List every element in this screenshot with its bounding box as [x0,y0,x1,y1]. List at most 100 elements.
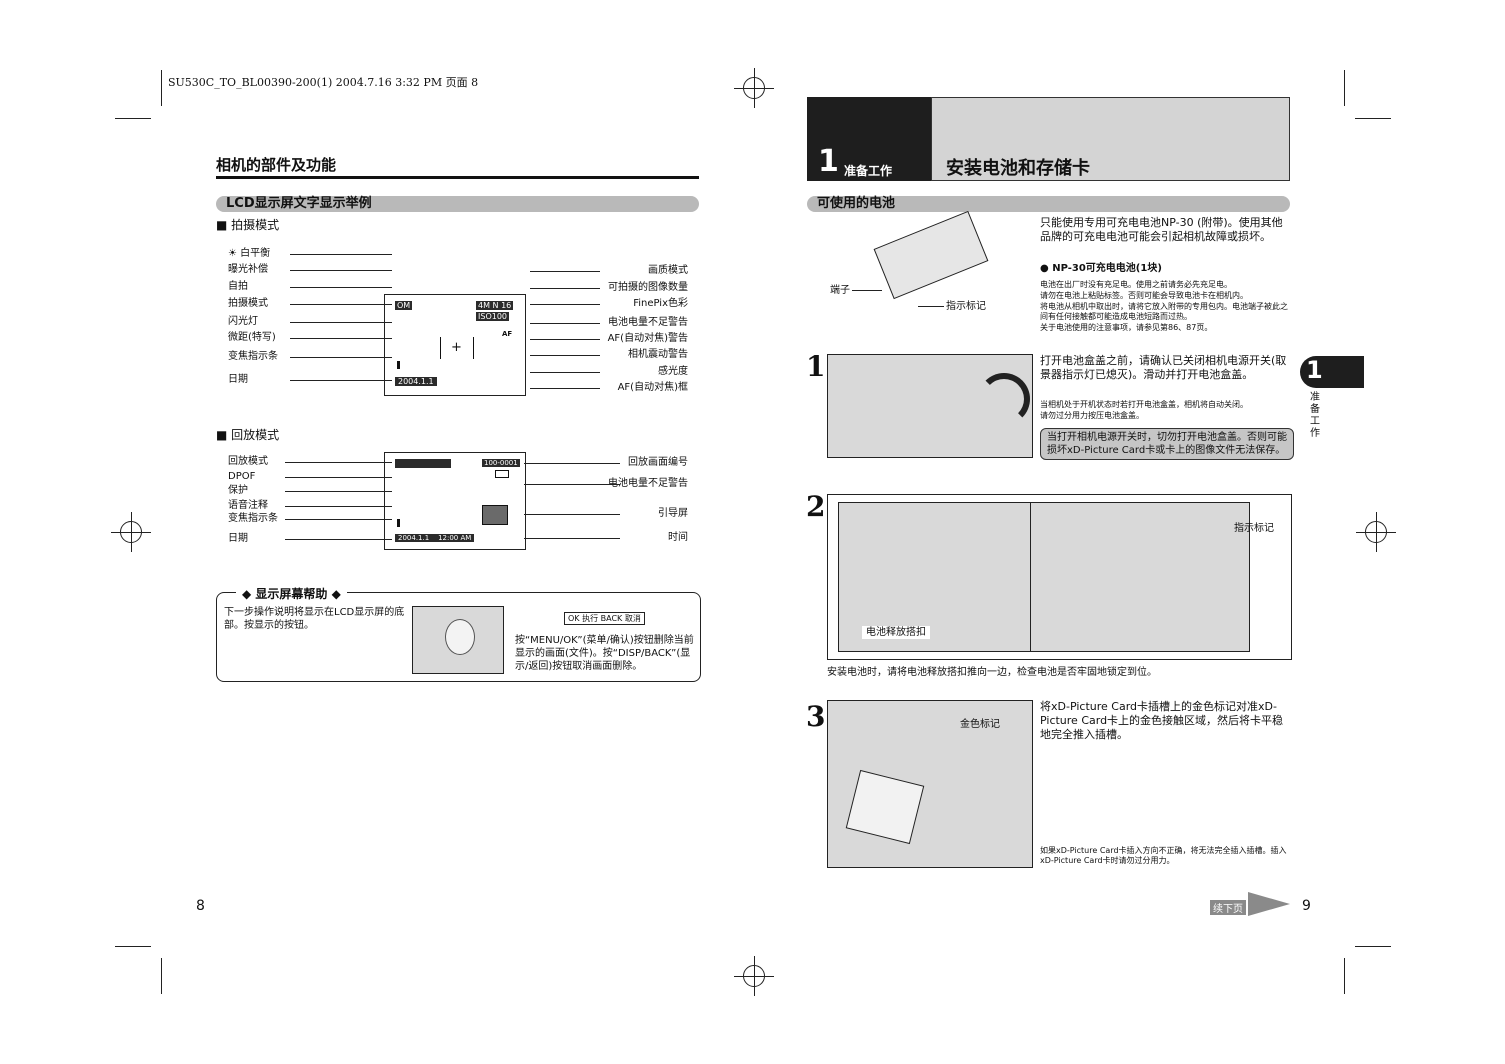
play-right-leader-line [524,463,620,464]
page-number-right: 9 [1302,898,1311,914]
shoot-left-label: 拍摄模式 [228,298,268,309]
lcd-datetime: 2004.1.1 12:00 AM [395,534,475,542]
step-2-frame [827,494,1292,660]
lcd-quality: 4M N 16 [476,301,514,310]
section-pill-lcd: LCD显示屏文字显示举例 [216,196,699,212]
crop-mark [1355,118,1391,119]
zoom-bar-icon [397,519,400,527]
shoot-right-leader-line [530,355,600,356]
play-right-leader-line [524,514,620,515]
side-tab-number: 1 [1306,356,1323,384]
step-1-notes: 当相机处于开机状态时若打开电池盒盖，相机将自动关闭。请勿过分用力按压电池盒盖。 [1040,400,1292,422]
shoot-left-label: ☀ 白平衡 [228,248,271,259]
shoot-right-leader-line [530,388,600,389]
shoot-right-label: 感光度 [658,366,688,377]
note-item: 当相机处于开机状态时若打开电池盒盖，相机将自动关闭。 [1040,400,1248,409]
crop-mark [115,118,151,119]
play-icons [395,459,451,468]
play-left-label: 日期 [228,533,248,544]
play-right-label: 电池电量不足警告 [608,478,688,489]
battery-release-label: 电池释放搭扣 [862,626,930,639]
print-slug: SU530C_TO_BL00390-200(1) 2004.7.16 3:32 … [168,76,479,89]
note-item: 请勿过分用力按压电池盒盖。 [1040,411,1144,420]
shoot-right-leader-line [530,271,600,272]
crop-mark [1344,958,1345,994]
step-2-photo-right [1030,502,1250,652]
note-item: 电池在出厂时没有充足电。使用之前请务必先充足电。 [1040,280,1232,289]
help-box-title: ◆ 显示屏幕帮助 ◆ [236,585,347,602]
registration-mark [734,956,774,996]
shoot-right-label: AF(自动对焦)框 [617,382,688,393]
shoot-left-label: 曝光补偿 [228,264,268,275]
title-rule [216,176,699,179]
registration-mark [1356,512,1396,552]
play-right-label: 时间 [668,532,688,543]
step-2-mark-label: 指示标记 [1234,523,1274,534]
step-2-caption: 安装电池时，请将电池释放搭扣推向一边，检查电池是否牢固地锁定到位。 [827,667,1157,678]
play-left-label: 保护 [228,485,248,496]
xd-card-illustration [845,769,925,845]
continue-label: 续下页 [1210,900,1246,915]
shoot-left-leader-line [290,322,392,323]
help-box [216,592,701,682]
shoot-right-label: 画质模式 [648,265,688,276]
play-right-label: 引导屏 [658,508,688,519]
note-item: 将电池从相机中取出时，请将它放入附带的专用包内。电池端子被此之间有任何接触都可能… [1040,302,1288,321]
section-pill-battery: 可使用的电池 [807,196,1290,212]
chapter-side-tab [1300,356,1364,388]
shoot-right-leader-line [530,339,600,340]
crop-mark [161,70,162,106]
help-photo [412,606,504,674]
play-left-label: 语音注释 [228,500,268,511]
shoot-right-label: 相机震动警告 [628,349,688,360]
shoot-right-leader-line [530,304,600,305]
shoot-right-label: 电池电量不足警告 [608,317,688,328]
shoot-left-leader-line [290,270,392,271]
play-lcd-screen: 100-0001 2004.1.1 12:00 AM [384,452,526,550]
shoot-right-leader-line [530,288,600,289]
af-cross-icon: + [451,340,462,355]
page-title-right: 安装电池和存储卡 [946,158,1090,179]
shoot-left-leader-line [290,380,392,381]
side-tab-label: 准备工作 [1310,392,1320,439]
step-1-photo [827,354,1033,458]
shoot-left-leader-line [290,287,392,288]
play-left-leader-line [285,462,392,463]
battery-mark-label: 指示标记 [946,301,986,312]
help-left-text: 下一步操作说明将显示在LCD显示屏的底部。按显示的按钮。 [224,607,405,631]
af-frame-icon [440,337,474,359]
shoot-lcd-screen: OM 4M N 16 ISO100 AF + 2004.1.1 [384,294,526,396]
step-3-number: 3 [806,700,826,733]
lcd-iso: ISO100 [476,312,510,321]
shoot-left-leader-line [290,304,392,305]
shoot-right-leader-line [530,372,600,373]
gold-mark-label: 金色标记 [960,719,1000,730]
shoot-left-leader-line [290,254,392,255]
step-3-text: 将xD-Picture Card卡插槽上的金色标记对准xD-Picture Ca… [1040,700,1284,741]
shoot-left-leader-line [290,338,392,339]
play-left-label: DPOF [228,471,256,482]
chapter-label: 准备工作 [844,164,893,178]
shoot-right-leader-line [530,323,600,324]
note-item: 请勿在电池上粘贴标签。否则可能会导致电池卡在相机内。 [1040,291,1248,300]
zoom-bar-icon [397,361,400,369]
lcd-mode-icon: OM [395,301,413,310]
shoot-left-label: 自拍 [228,281,248,292]
guide-screen-icon [482,505,508,525]
chapter-box [807,97,931,181]
play-right-leader-line [524,484,620,485]
step-3-note: 如果xD-Picture Card卡插入方向不正确，将无法完全插入插槽。插入xD… [1040,846,1287,865]
battery-bullet: ● NP-30可充电电池(1块) [1040,263,1162,274]
battery-terminal-label: 端子 [830,285,850,296]
step-1-text: 打开电池盒盖之前，请确认已关闭相机电源开关(取景器指示灯已熄灭)。滑动并打开电池… [1040,354,1287,381]
step-3-photo [827,700,1033,868]
step-1-warning: 当打开相机电源开关时，切勿打开电池盒盖。否则可能损坏xD-Picture Car… [1040,428,1294,460]
shoot-left-label: 微距(特写) [228,332,276,343]
play-left-leader-line [285,477,392,478]
play-left-leader-line [285,519,392,520]
play-left-label: 变焦指示条 [228,513,278,524]
shoot-right-label: AF(自动对焦)警告 [607,333,688,344]
step-2-number: 2 [806,490,826,523]
lcd-frame-number: 100-0001 [482,459,520,467]
shoot-left-label: 变焦指示条 [228,351,278,362]
